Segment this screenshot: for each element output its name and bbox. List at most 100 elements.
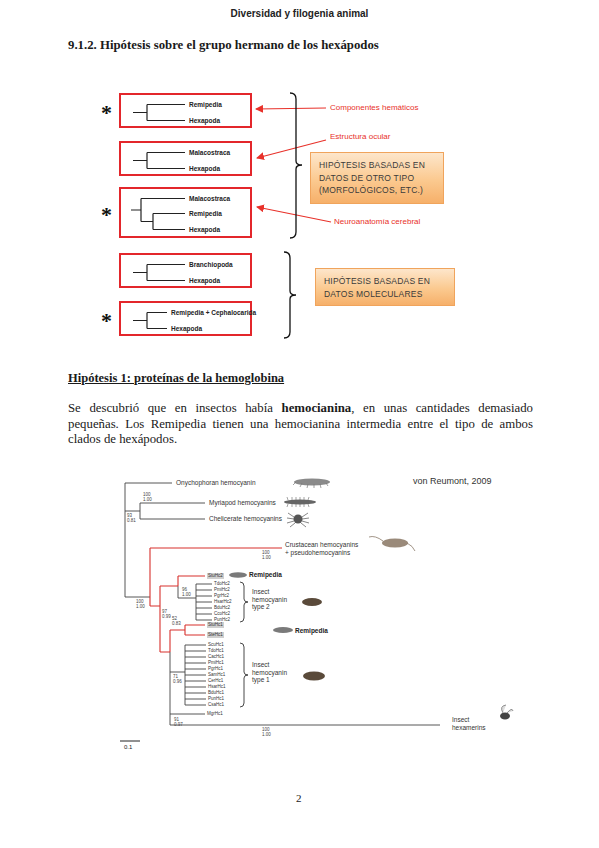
paragraph-text: Se descubrió que en insectos había — [68, 401, 273, 415]
scale-bar — [120, 741, 140, 742]
clade-label: Insect hexamerins — [452, 716, 494, 731]
clade-brace — [240, 582, 248, 622]
tip-label: SteHc1 — [207, 632, 224, 638]
support-value: 100 1.00 — [262, 550, 274, 560]
tip-label: HsarHc2 — [214, 599, 232, 605]
support-value: 93 0.81 — [127, 513, 139, 523]
asterisk: * — [101, 310, 112, 332]
cladogram-branch — [133, 265, 185, 281]
taxon-name: Hexapoda — [189, 116, 220, 125]
tip-label: BduHc1 — [208, 690, 224, 696]
clade-brace — [240, 643, 248, 707]
taxon-name: Remipedia + Cephalocarida — [171, 308, 256, 317]
remipede-icon — [273, 627, 293, 633]
tip-label: PunHc1 — [208, 696, 224, 702]
cladogram-lines — [121, 255, 250, 286]
callout-arrow — [257, 207, 331, 222]
taxon-label: Remipedia — [249, 571, 282, 579]
tip-label: PmiHc2 — [214, 587, 230, 593]
curly-brace — [284, 252, 296, 338]
callout-text: Neuroanatomía cerebral — [334, 217, 420, 227]
onychophoran-icon — [294, 479, 330, 486]
fly-icon — [500, 713, 510, 720]
tip-label: BduHc2 — [214, 605, 230, 611]
tree-branches — [125, 483, 440, 725]
fly-wings — [502, 705, 513, 713]
taxon-name: Branchiopoda — [189, 260, 233, 269]
cladogram-lines — [121, 143, 250, 174]
support-value: 100 1.00 — [143, 492, 155, 502]
tip-label: TdoHc1 — [208, 648, 224, 654]
taxon-name: Remipedia — [189, 100, 222, 109]
taxon-name: Hexapoda — [189, 276, 220, 285]
paragraph-bold-text: hemocianina — [282, 401, 352, 415]
clade-label: Crustacean hemocyanins + pseudohemocyani… — [285, 541, 363, 556]
support-value: 100 1.00 — [262, 727, 274, 737]
tip-label: HsarHc1 — [208, 684, 226, 690]
curly-brace — [290, 93, 302, 238]
tip-label: PmiHc1 — [208, 660, 224, 666]
paragraph: Se descubrió que en insectos había hemoc… — [68, 401, 533, 448]
tip-label: StuHc2 — [207, 573, 224, 579]
taxon-name: Malacostraca — [189, 194, 230, 203]
taxon-label: Remipedia — [295, 627, 328, 635]
page-header: Diversidad y filogenia animal — [0, 8, 599, 19]
support-value: 100 1.00 — [136, 599, 148, 609]
spider-icon — [294, 515, 303, 524]
tip-label: StuHc1 — [207, 622, 224, 628]
cladogram-lines — [121, 95, 250, 126]
shrimp-antennae — [369, 537, 415, 552]
scale-label: 0.1 — [124, 744, 132, 751]
clade-label: Myriapod hemocyanins — [209, 499, 276, 507]
taxon-name: Malacostraca — [189, 148, 230, 157]
group-label: Insect hemocyanin type 1 — [252, 661, 296, 684]
taxon-name: Hexapoda — [171, 324, 202, 333]
tip-label: CacHc1 — [208, 654, 224, 660]
cladogram-box: RemipediaHexapoda — [119, 93, 252, 128]
taxon-name: Remipedia — [189, 209, 222, 218]
insect-icon — [303, 672, 325, 681]
cladogram-branch — [133, 313, 167, 329]
callout-arrow — [256, 108, 326, 109]
cladogram-box: BranchiopodaHexapoda — [119, 253, 252, 288]
hypothesis-box: HIPÓTESIS BASADAS EN DATOS DE OTRO TIPO … — [310, 152, 444, 204]
tip-label: ScuHc1 — [208, 642, 224, 648]
tip-label: PgrHc2 — [214, 593, 229, 599]
insect-icon — [302, 598, 322, 606]
clade-label: Onychophoran hemocyanin — [176, 479, 256, 487]
citation: von Reumont, 2009 — [413, 476, 492, 487]
hypothesis-text: HIPÓTESIS BASADAS EN DATOS DE OTRO TIPO … — [319, 159, 435, 197]
hypothesis-text: HIPÓTESIS BASADAS EN DATOS MOLECULARES — [324, 275, 446, 300]
cladogram-branch — [131, 199, 185, 230]
cladogram-box: Remipedia + CephalocaridaHexapoda — [119, 301, 252, 336]
cladogram-branch — [133, 105, 185, 121]
cladogram-lines — [121, 189, 250, 236]
subheading: Hipótesis 1: proteínas de la hemoglobina — [68, 371, 284, 386]
tip-label: CerHc1 — [208, 678, 223, 684]
remipede-icon — [229, 572, 247, 578]
taxon-name: Hexapoda — [189, 164, 220, 173]
cladogram-box: MalacostracaRemipediaHexapoda — [119, 187, 252, 238]
tip-label: PgrHc1 — [208, 666, 223, 672]
tip-label: TdoHc2 — [214, 581, 230, 587]
myriapod-legs — [287, 497, 309, 507]
spider-legs — [287, 513, 309, 527]
cladogram-box: MalacostracaHexapoda — [119, 141, 252, 176]
asterisk: * — [101, 204, 112, 226]
shrimp-icon — [382, 539, 408, 548]
section-title: 9.1.2. Hipótesis sobre el grupo hermano … — [68, 38, 379, 53]
myriapod-icon — [284, 500, 316, 505]
support-value: 71 0.96 — [173, 674, 185, 684]
tip-label: CcoHc2 — [214, 611, 230, 617]
tip-label: MgrHc1 — [207, 711, 223, 717]
callout-text: Componentes hemáticos — [330, 103, 419, 113]
asterisk: * — [101, 102, 112, 124]
hypothesis-box: HIPÓTESIS BASADAS EN DATOS MOLECULARES — [315, 268, 455, 306]
cladogram-branch — [133, 153, 185, 169]
callout-text: Estructura ocular — [330, 132, 390, 142]
tip-label: CsaHc1 — [208, 702, 224, 708]
group-label: Insect hemocyanin type 2 — [252, 588, 296, 611]
support-value: 52 0.83 — [172, 616, 184, 626]
support-value: 96 1.00 — [182, 587, 194, 597]
